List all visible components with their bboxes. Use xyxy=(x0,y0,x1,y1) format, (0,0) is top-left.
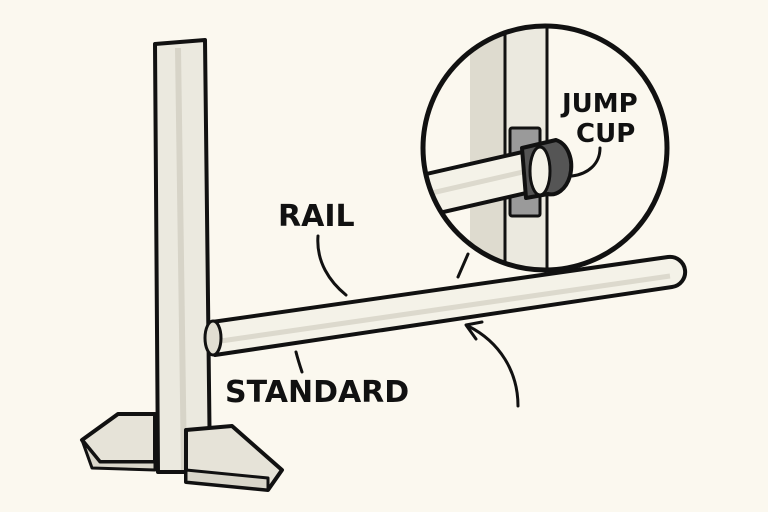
rail-pole xyxy=(203,254,688,357)
jump-cup-label-line1: JUMP xyxy=(560,89,638,119)
magnifier-pointer xyxy=(456,252,470,279)
standard-label: STANDARD xyxy=(225,375,409,410)
standard-post xyxy=(153,38,212,474)
rail-leader xyxy=(316,234,348,297)
pointer-arrow xyxy=(464,320,520,408)
standard-leader xyxy=(294,350,304,374)
jump-cup-label-line2: CUP xyxy=(576,119,635,149)
jump-cup-leader xyxy=(570,146,602,178)
magnifier-detail xyxy=(420,23,670,273)
rail-label: RAIL xyxy=(278,199,355,234)
standard-base xyxy=(80,412,284,492)
